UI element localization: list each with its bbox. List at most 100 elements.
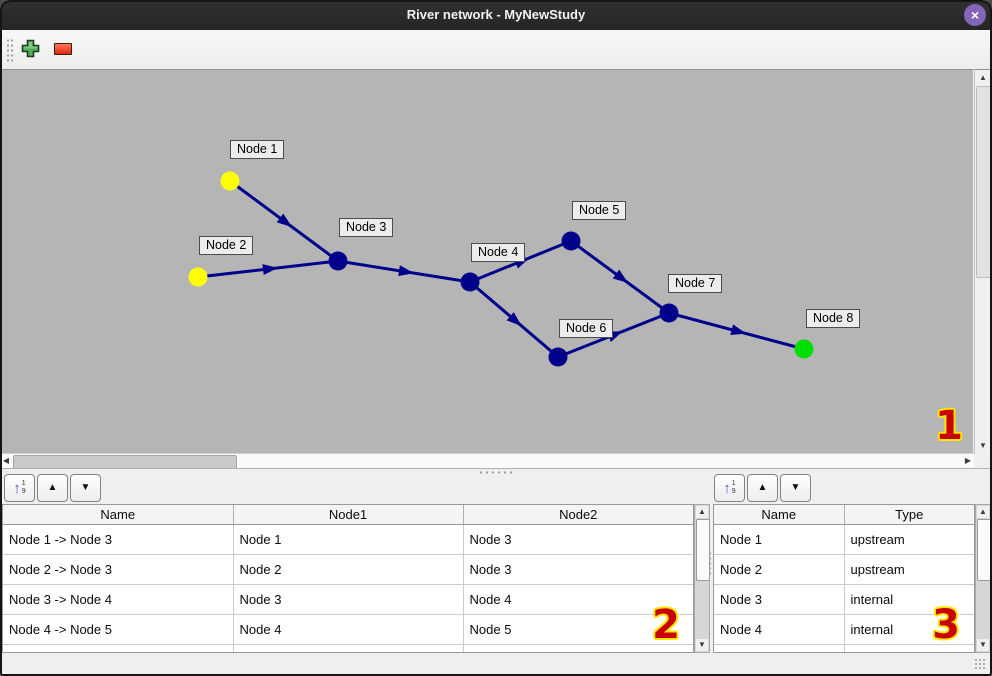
table-cell[interactable]: Node 3	[233, 584, 464, 615]
scroll-up-icon[interactable]: ▲	[696, 506, 708, 518]
links-move-down-button[interactable]: ▼	[70, 474, 101, 502]
close-icon: ×	[970, 6, 980, 23]
table-cell[interactable]: Node 1	[714, 524, 845, 555]
node-node7[interactable]	[659, 303, 679, 323]
table-cell[interactable]: Node 3	[463, 554, 693, 585]
table-cell[interactable]	[3, 644, 234, 652]
main-toolbar	[0, 30, 992, 70]
table-cell[interactable]: Node 4	[233, 614, 464, 645]
add-node-button[interactable]	[21, 39, 40, 58]
node-node4[interactable]	[460, 272, 480, 292]
flow-arrow-icon	[398, 265, 414, 277]
table-cell[interactable]: Node 4	[714, 614, 845, 645]
node-label-node1[interactable]: Node 1	[230, 140, 285, 159]
flow-arrow-icon	[506, 312, 522, 326]
node-node3[interactable]	[328, 251, 348, 271]
node-node1[interactable]	[220, 171, 240, 191]
close-button[interactable]: ×	[964, 4, 986, 26]
links-move-up-button[interactable]: ▲	[37, 474, 68, 502]
table-cell[interactable]	[714, 644, 845, 652]
node-node5[interactable]	[561, 231, 581, 251]
table-cell[interactable]: internal	[844, 584, 974, 615]
node-label-node5[interactable]: Node 5	[572, 201, 627, 220]
table-cell[interactable]: Node 3 -> Node 4	[3, 584, 234, 615]
table-cell[interactable]: Node 4	[463, 584, 693, 615]
scroll-down-icon[interactable]: ▼	[977, 639, 989, 651]
canvas-horizontal-scrollbar[interactable]: ◀ ▶	[0, 453, 974, 469]
table-cell[interactable]: Node 3	[463, 524, 693, 555]
scroll-left-icon[interactable]: ◀	[2, 456, 10, 465]
nodes-move-up-button[interactable]: ▲	[747, 474, 778, 502]
horizontal-splitter[interactable]	[0, 468, 992, 475]
node-label-node6[interactable]: Node 6	[559, 319, 614, 338]
links-scroll-thumb[interactable]	[696, 519, 710, 581]
node-node2[interactable]	[188, 267, 208, 287]
scroll-down-icon[interactable]: ▼	[696, 639, 708, 651]
table-cell[interactable]: Node 4 -> Node 5	[3, 614, 234, 645]
scroll-up-icon[interactable]: ▲	[977, 506, 989, 518]
network-canvas[interactable]: Node 1 Node 2 Node 3 Node 4 Node 5 Node 6 Node…	[2, 69, 973, 454]
table-cell[interactable]	[844, 644, 974, 652]
table-row[interactable]	[714, 644, 974, 652]
scroll-up-icon[interactable]: ▲	[979, 73, 987, 82]
canvas-vertical-scrollbar[interactable]: ▲ ▼	[974, 69, 991, 454]
column-header[interactable]: Node2	[463, 505, 693, 525]
canvas-hscroll-thumb[interactable]	[13, 455, 237, 469]
table-cell[interactable]	[233, 644, 464, 652]
links-table-scrollbar[interactable]: ▲ ▼	[694, 504, 710, 653]
resize-grip[interactable]	[974, 658, 987, 671]
column-header[interactable]: Name	[714, 505, 845, 525]
table-cell[interactable]: Node 1 -> Node 3	[3, 524, 234, 555]
table-cell[interactable]: upstream	[844, 554, 974, 585]
canvas-vscroll-thumb[interactable]	[976, 86, 991, 278]
table-cell[interactable]: Node 2	[714, 554, 845, 585]
column-header[interactable]: Name	[3, 505, 234, 525]
scroll-right-icon[interactable]: ▶	[964, 456, 972, 465]
nodes-move-down-button[interactable]: ▼	[780, 474, 811, 502]
node-label-node4[interactable]: Node 4	[471, 243, 526, 262]
table-row[interactable]	[3, 644, 693, 652]
scroll-down-icon[interactable]: ▼	[979, 441, 987, 450]
step-annotation-2: 2	[652, 602, 680, 649]
column-header[interactable]: Type	[844, 505, 974, 525]
flow-arrow-icon	[276, 213, 292, 227]
table-cell[interactable]: Node 3	[714, 584, 845, 615]
vertical-splitter-grip[interactable]	[708, 551, 712, 577]
nodes-table-scrollbar[interactable]: ▲ ▼	[975, 504, 991, 653]
table-cell[interactable]: upstream	[844, 524, 974, 555]
table-cell[interactable]: internal	[844, 614, 974, 645]
node-node6[interactable]	[548, 347, 568, 367]
node-label-node2[interactable]: Node 2	[199, 236, 254, 255]
nodes-scroll-thumb[interactable]	[977, 519, 991, 581]
node-label-node3[interactable]: Node 3	[339, 218, 394, 237]
table-cell[interactable]: Node 2 -> Node 3	[3, 554, 234, 585]
table-cell[interactable]: Node 1	[233, 524, 464, 555]
node-node8[interactable]	[794, 339, 814, 359]
node-label-node8[interactable]: Node 8	[806, 309, 861, 328]
titlebar[interactable]: River network - MyNewStudy ×	[0, 0, 992, 30]
flow-arrow-icon	[612, 269, 629, 283]
table-cell[interactable]: Node 5	[463, 614, 693, 645]
table-cell[interactable]	[463, 644, 693, 652]
splitter-grip[interactable]	[478, 471, 516, 474]
table-cell[interactable]: Node 2	[233, 554, 464, 585]
node-label-node7[interactable]: Node 7	[668, 274, 723, 293]
column-header[interactable]: Node1	[233, 505, 464, 525]
remove-node-button[interactable]	[54, 43, 72, 55]
toolbar-drag-handle[interactable]	[6, 38, 15, 62]
